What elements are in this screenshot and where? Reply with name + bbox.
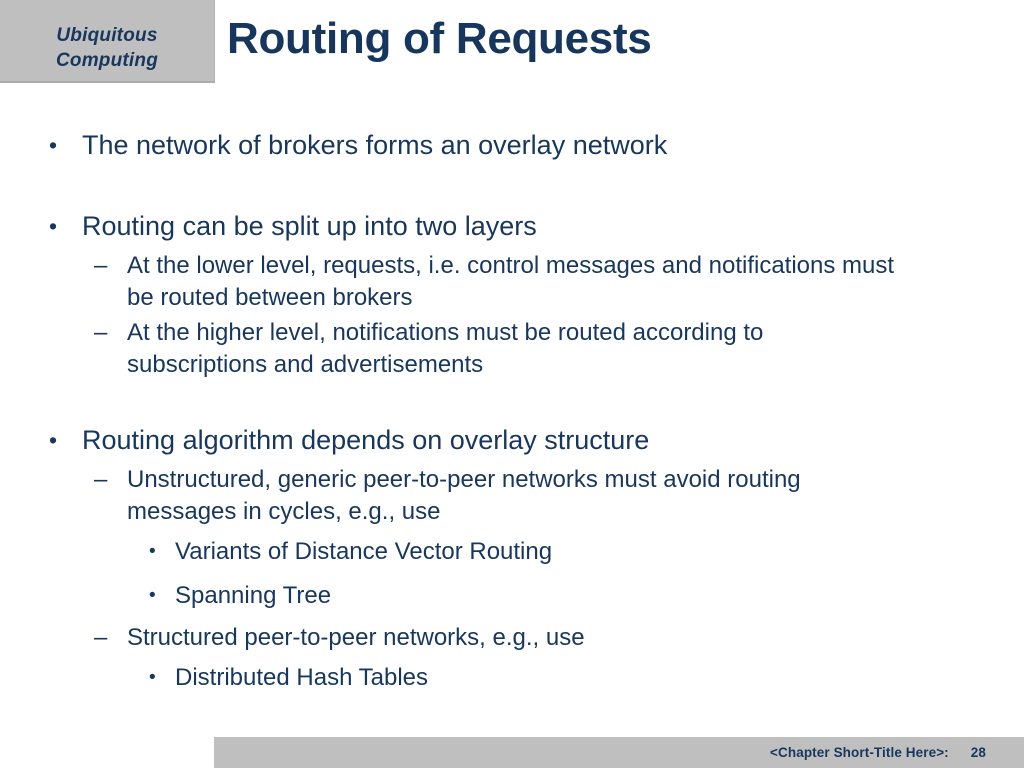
- bullet-item: – At the higher level, notifications mus…: [0, 317, 1024, 381]
- bullet-item: • The network of brokers forms an overla…: [0, 126, 1024, 164]
- logo-line-2: Computing: [55, 50, 159, 71]
- bullet-text: Spanning Tree: [175, 582, 332, 609]
- bullet-dot-icon: •: [149, 667, 156, 688]
- bullet-dash-icon: –: [94, 466, 108, 493]
- bullet-text: Structured peer-to-peer networks, e.g., …: [127, 624, 585, 651]
- bullet-item: – At the lower level, requests, i.e. con…: [0, 250, 1024, 314]
- bullet-text: Distributed Hash Tables: [175, 664, 429, 691]
- bullet-dash-icon: –: [94, 319, 108, 346]
- bullet-dot-icon: •: [49, 132, 58, 158]
- bullet-dot-icon: •: [49, 213, 58, 239]
- bullet-text: At the lower level, requests, i.e. contr…: [127, 252, 895, 311]
- bullet-text: The network of brokers forms an overlay …: [82, 130, 668, 160]
- bullet-dash-icon: –: [94, 624, 108, 651]
- bullet-item: • Routing can be split up into two layer…: [0, 207, 1024, 245]
- bullet-dash-icon: –: [94, 252, 108, 279]
- bullet-text: Routing algorithm depends on overlay str…: [82, 425, 650, 455]
- bullet-text: Unstructured, generic peer-to-peer netwo…: [127, 466, 801, 525]
- bullet-list: • The network of brokers forms an overla…: [0, 126, 1024, 694]
- bullet-dot-icon: •: [149, 585, 156, 606]
- bullet-item: • Variants of Distance Vector Routing: [0, 536, 1024, 568]
- bullet-item: • Routing algorithm depends on overlay s…: [0, 421, 1024, 459]
- bullet-item: • Distributed Hash Tables: [0, 662, 1024, 694]
- logo-line-1: Ubiquitous: [56, 25, 158, 46]
- bullet-item: – Structured peer-to-peer networks, e.g.…: [0, 622, 1024, 654]
- bullet-item: • Spanning Tree: [0, 580, 1024, 612]
- bullet-text: Routing can be split up into two layers: [82, 211, 537, 241]
- bullet-dot-icon: •: [149, 541, 156, 562]
- bullet-text: At the higher level, notifications must …: [127, 319, 764, 378]
- logo-box: Ubiquitous Computing: [0, 0, 215, 83]
- page-number: 28: [970, 745, 986, 760]
- bullet-item: – Unstructured, generic peer-to-peer net…: [0, 464, 1024, 528]
- bullet-text: Variants of Distance Vector Routing: [175, 538, 553, 565]
- footer-bar: <Chapter Short-Title Here>: 28: [214, 737, 1024, 768]
- footer-chapter-label: <Chapter Short-Title Here>:: [770, 745, 949, 760]
- page-title: Routing of Requests: [227, 14, 652, 63]
- bullet-dot-icon: •: [49, 427, 58, 453]
